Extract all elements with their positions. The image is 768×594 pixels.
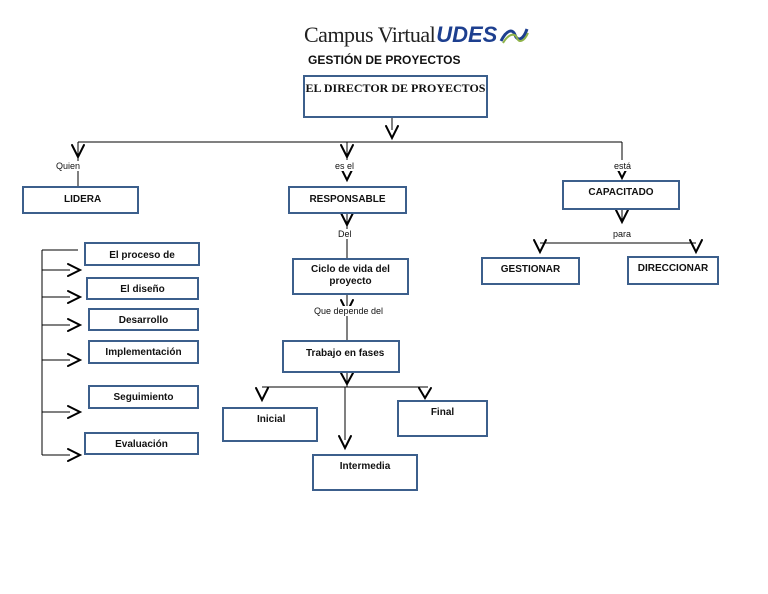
node-director: EL DIRECTOR DE PROYECTOS <box>303 75 488 118</box>
logo-text-campus: Campus Virtual <box>304 22 436 47</box>
node-diseno: El diseño <box>86 277 199 300</box>
label-para: para <box>613 229 632 239</box>
node-final: Final <box>397 400 488 437</box>
node-lidera-label: LIDERA <box>64 194 102 205</box>
label-que-depende: Que depende del <box>314 306 384 316</box>
node-implementacion-label: Implementación <box>105 347 182 358</box>
node-direccionar-label: DIRECCIONAR <box>637 263 709 274</box>
node-intermedia-label: Intermedia <box>339 461 391 472</box>
node-responsable: RESPONSABLE <box>288 186 407 214</box>
node-implementacion: Implementación <box>88 340 199 364</box>
node-intermedia: Intermedia <box>312 454 418 491</box>
node-evaluacion-label: Evaluación <box>115 439 168 450</box>
label-quien: Quien <box>56 161 81 171</box>
node-trabajo-fases-label: Trabajo en fases <box>306 348 385 359</box>
node-ciclo-vida: Ciclo de vida del proyecto <box>292 258 409 295</box>
node-seguimiento-label: Seguimiento <box>113 392 174 403</box>
logo-text-udes: UDES <box>436 22 498 47</box>
node-inicial-label: Inicial <box>257 414 286 425</box>
node-capacitado-label: CAPACITADO <box>588 187 654 198</box>
label-es-el: es el <box>335 161 355 171</box>
label-esta: está <box>614 161 632 171</box>
node-proceso: El proceso de <box>84 242 200 266</box>
node-proceso-label: El proceso de <box>109 250 175 261</box>
node-responsable-label: RESPONSABLE <box>309 194 386 205</box>
node-capacitado: CAPACITADO <box>562 180 680 210</box>
node-final-label: Final <box>430 407 455 418</box>
node-diseno-label: El diseño <box>120 284 165 295</box>
page-title: GESTIÓN DE PROYECTOS <box>308 53 461 67</box>
campus-virtual-logo: Campus Virtual UDES <box>304 22 530 48</box>
logo-swoosh-icon <box>500 28 530 44</box>
node-gestionar: GESTIONAR <box>481 257 580 285</box>
node-desarrollo: Desarrollo <box>88 308 199 331</box>
node-inicial: Inicial <box>222 407 318 442</box>
node-gestionar-label: GESTIONAR <box>500 264 561 275</box>
node-director-label: EL DIRECTOR DE PROYECTOS <box>305 81 486 95</box>
node-ciclo-vida-label: Ciclo de vida del proyecto <box>311 264 390 287</box>
node-direccionar: DIRECCIONAR <box>627 256 719 285</box>
node-trabajo-fases: Trabajo en fases <box>282 340 400 373</box>
node-seguimiento: Seguimiento <box>88 385 199 409</box>
node-lidera: LIDERA <box>22 186 139 214</box>
node-evaluacion: Evaluación <box>84 432 199 455</box>
label-del: Del <box>338 229 352 239</box>
node-desarrollo-label: Desarrollo <box>118 315 169 326</box>
